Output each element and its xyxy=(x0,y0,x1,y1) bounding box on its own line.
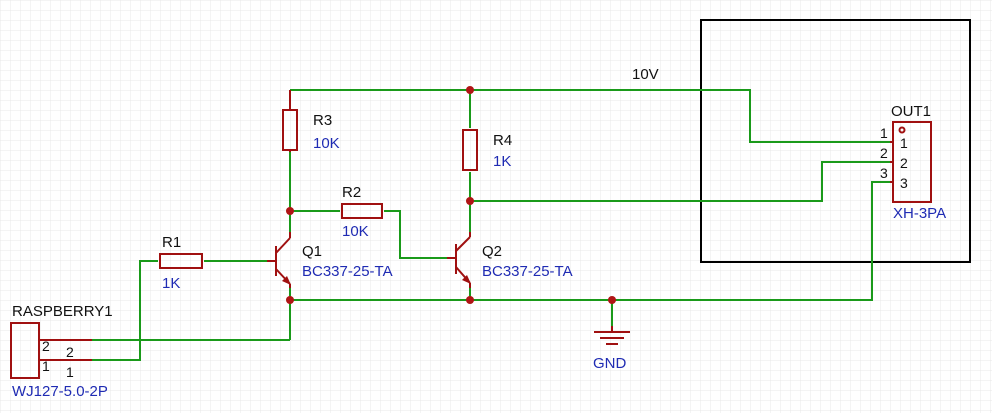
q2-value: BC337-25-TA xyxy=(482,263,573,280)
junction-gnd-symbol xyxy=(608,296,616,304)
q2-designator: Q2 xyxy=(482,243,502,260)
q1-value: BC337-25-TA xyxy=(302,263,393,280)
connector-out1[interactable]: OUT1 1 2 3 1 2 3 XH-3PA xyxy=(880,103,946,222)
raspberry-designator: RASPBERRY1 xyxy=(12,303,113,320)
raspberry-value: WJ127-5.0-2P xyxy=(12,383,108,400)
raspberry-pin-name-1: 1 xyxy=(66,364,74,380)
resistor-r1[interactable]: R1 1K xyxy=(159,234,203,292)
raspberry-pin-number-1: 1 xyxy=(42,358,50,374)
raspberry-pin-name-2: 2 xyxy=(66,344,74,360)
out1-pin-number-2: 2 xyxy=(880,145,888,161)
junction-q2-collector xyxy=(466,197,474,205)
wire-gnd-rail[interactable] xyxy=(290,181,890,301)
r4-designator: R4 xyxy=(493,132,512,149)
out1-designator: OUT1 xyxy=(891,103,931,120)
out1-pin-name-1: 1 xyxy=(900,135,908,151)
resistor-r4[interactable]: R4 1K xyxy=(462,129,512,171)
out1-pin-number-3: 3 xyxy=(880,165,888,181)
r2-value: 10K xyxy=(342,223,369,240)
net-label-10v: 10V xyxy=(632,66,659,83)
out1-value: XH-3PA xyxy=(893,205,946,222)
transistor-q1[interactable]: Q1 BC337-25-TA xyxy=(267,232,393,288)
resistor-r3[interactable]: R3 10K xyxy=(282,90,340,152)
q1-designator: Q1 xyxy=(302,243,322,260)
out1-pin-name-3: 3 xyxy=(900,175,908,191)
gnd-label: GND xyxy=(593,355,627,372)
junction-gnd-q2 xyxy=(466,296,474,304)
connector-raspberry[interactable]: RASPBERRY1 2 1 2 1 WJ127-5.0-2P xyxy=(10,303,113,400)
r1-value: 1K xyxy=(162,275,180,292)
wire-r2-q2-base[interactable] xyxy=(384,210,447,259)
wire-connector-pin1[interactable] xyxy=(92,260,158,361)
r1-designator: R1 xyxy=(162,234,181,251)
output-module-frame xyxy=(700,19,971,263)
ground-symbol[interactable]: GND xyxy=(593,326,630,372)
r2-designator: R2 xyxy=(342,184,361,201)
out1-pin-name-2: 2 xyxy=(900,155,908,171)
r3-value: 10K xyxy=(313,135,340,152)
junctions xyxy=(286,86,616,304)
wires xyxy=(92,89,890,361)
raspberry-pin-number-2: 2 xyxy=(42,338,50,354)
out1-pin-number-1: 1 xyxy=(880,125,888,141)
pin1-marker-icon xyxy=(898,126,906,134)
junction-gnd-q1 xyxy=(286,296,294,304)
wire-10v-rail[interactable] xyxy=(290,89,890,143)
junction-q1-collector xyxy=(286,207,294,215)
r3-designator: R3 xyxy=(313,112,332,129)
transistor-q2[interactable]: Q2 BC337-25-TA xyxy=(447,232,573,288)
r4-value: 1K xyxy=(493,153,511,170)
junction-10v xyxy=(466,86,474,94)
resistor-r2[interactable]: R2 10K xyxy=(341,184,383,240)
wire-q2-collector-out2[interactable] xyxy=(470,161,890,202)
